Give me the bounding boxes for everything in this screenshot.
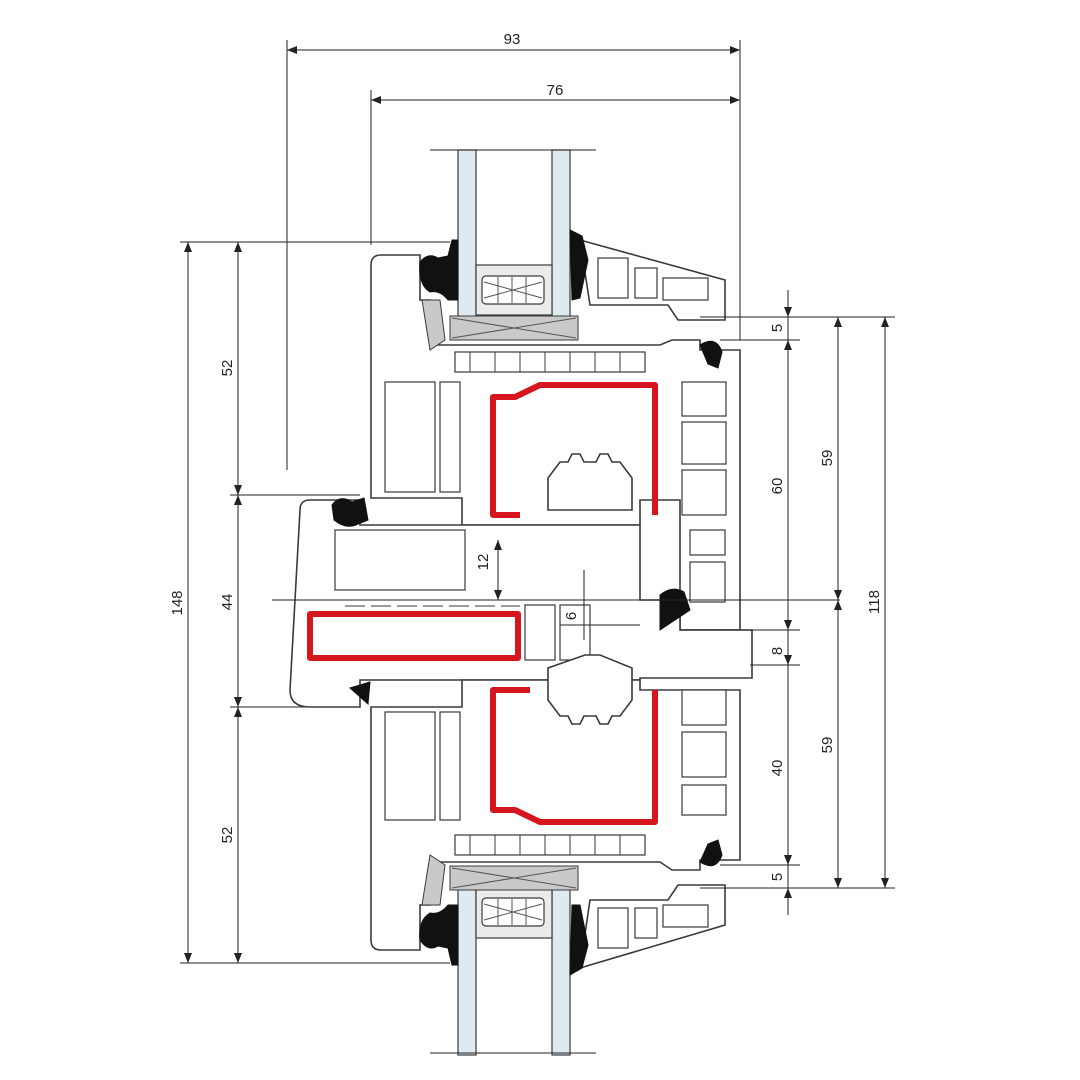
steel-reinforcement-lower (490, 687, 658, 825)
dim-right-60: 60 (769, 478, 786, 495)
dim-top-overall: 93 (504, 31, 521, 48)
gasket-bottom-left (419, 904, 459, 966)
dim-right-overall: 118 (866, 590, 883, 614)
steel-reinforcement-center (307, 611, 521, 661)
gasket-center-right (659, 588, 691, 631)
dim-left-upper: 52 (219, 360, 236, 377)
dim-top-inner: 76 (547, 82, 564, 99)
dim-center-gap: 12 (475, 554, 492, 571)
gasket-sash-stop (699, 340, 723, 369)
steel-reinforcement-upper (490, 382, 658, 518)
gasket-bottom-right (569, 904, 589, 976)
hardware-cam-lower (547, 654, 633, 725)
dim-center-small: 6 (563, 612, 580, 620)
gasket-center-left-upper (331, 497, 369, 527)
center-dimension-lines (272, 540, 840, 640)
lower-sash-profile (370, 679, 741, 976)
dim-right-40: 40 (769, 760, 786, 777)
gasket-center-left-lower (348, 681, 371, 706)
spacer-desiccant-top (481, 275, 545, 305)
gasket-top-right (569, 229, 589, 301)
gasket-top-left (419, 239, 459, 301)
top-dimension-lines (286, 40, 741, 470)
frame-mullion-profile (289, 497, 753, 708)
dim-left-overall: 148 (169, 590, 186, 615)
dim-right-top-5: 5 (769, 324, 786, 332)
glass-pane-left-bottom (457, 884, 477, 1056)
spacer-desiccant-bottom (481, 897, 545, 927)
dim-right-8: 8 (769, 647, 786, 655)
dim-right-lower-59: 59 (819, 737, 836, 754)
left-dimension-lines (180, 241, 450, 964)
dim-right-bottom-5: 5 (769, 873, 786, 881)
gasket-sash-stop-lower (699, 839, 723, 867)
upper-sash-profile (370, 229, 741, 631)
glazing-unit (430, 149, 596, 1056)
glass-pane-right-bottom (551, 884, 571, 1056)
glass-pane-right-top (551, 149, 571, 321)
dim-right-upper-59: 59 (819, 450, 836, 467)
glass-pane-left-top (457, 149, 477, 321)
hardware-cam-upper (547, 453, 633, 511)
right-dimension-lines (680, 290, 895, 915)
dim-left-lower: 52 (219, 827, 236, 844)
dim-left-middle: 44 (219, 594, 236, 611)
